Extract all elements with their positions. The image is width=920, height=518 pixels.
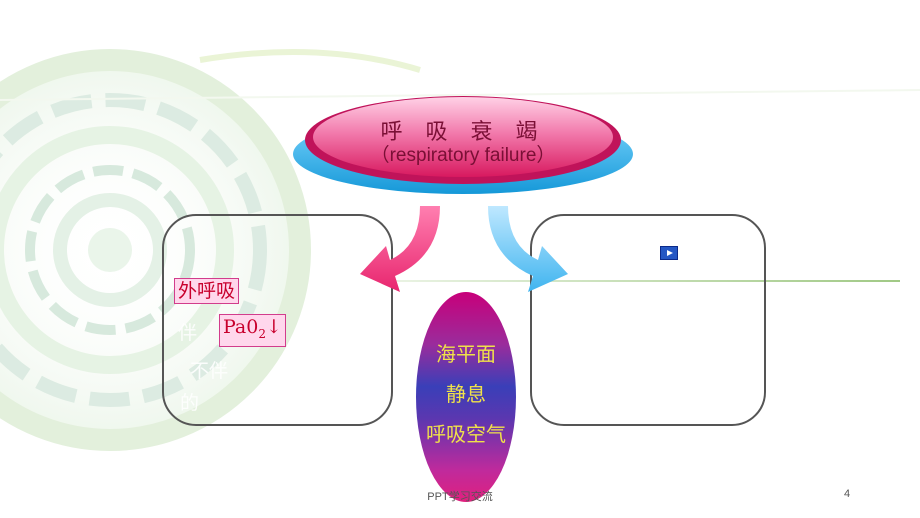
page-number: 4	[844, 488, 851, 500]
title-english: （respiratory failure）	[370, 145, 556, 166]
right-curved-arrow	[488, 206, 568, 292]
divider-line	[380, 280, 900, 282]
faint-text-line-3: 不伴	[190, 360, 229, 382]
title-chinese: 呼 吸 衰 竭	[380, 120, 546, 145]
left-curved-arrow	[360, 206, 440, 292]
pao2-label: Pa0	[223, 316, 259, 338]
faint-text-line-2: 伴	[178, 322, 198, 344]
play-icon[interactable]	[660, 246, 678, 260]
right-definition-box	[530, 214, 766, 426]
condition-at-rest: 静息	[446, 382, 486, 406]
condition-breathing-air: 呼吸空气	[426, 422, 506, 446]
external-respiration-label: 外呼吸	[178, 280, 236, 302]
pao2-tag: Pa02↓	[219, 314, 286, 347]
faint-text-line-4: 的	[180, 392, 200, 414]
condition-sea-level: 海平面	[436, 342, 496, 366]
footer-text: PPT学习交流	[427, 491, 493, 503]
conditions-oval	[416, 292, 516, 502]
pao2-subscript: 2	[258, 326, 266, 341]
left-definition-box	[162, 214, 393, 426]
pao2-down-arrow: ↓	[266, 316, 282, 338]
external-respiration-tag: 外呼吸	[174, 278, 240, 304]
title-oval	[293, 96, 633, 194]
